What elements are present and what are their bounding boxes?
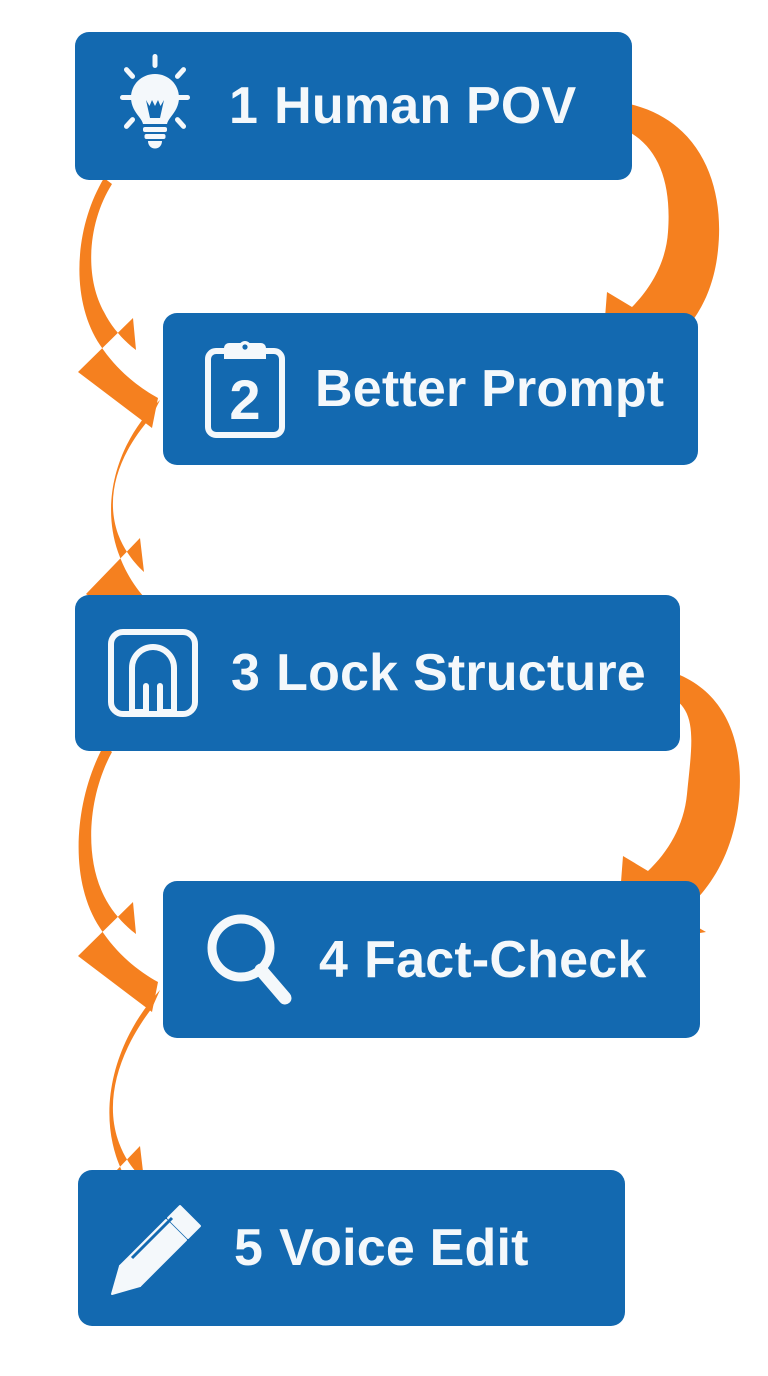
step-number-1: 1 [229,77,259,135]
pencil-icon [110,1198,208,1298]
lock-bracket-icon [105,624,201,722]
step-title-1: Human POV [274,77,577,135]
step-title-3: Lock Structure [276,644,646,702]
step-box-5[interactable]: 5 Voice Edit [78,1170,625,1326]
step-number-4: 4 [319,930,349,989]
step-number-3: 3 [231,644,261,702]
magnifier-icon [201,910,293,1010]
step-title-4: Fact-Check [364,930,647,989]
step-title-5: Voice Edit [279,1219,529,1277]
arrow-3-to-4-left [78,745,158,1012]
step-label-1: 1 Human POV [229,80,576,132]
step-box-3[interactable]: 3 Lock Structure [75,595,680,751]
step-label-5: 5 Voice Edit [234,1222,529,1274]
step-title-2: Better Prompt [315,360,665,418]
step-box-1[interactable]: 1 Human POV [75,32,632,180]
lightbulb-icon [103,54,207,158]
clipboard-icon: 2 [201,337,289,441]
step-box-4[interactable]: 4 Fact-Check [163,881,700,1038]
arrow-1-to-2-left [78,178,158,428]
step-label-3: 3 Lock Structure [231,647,646,699]
clipboard-number: 2 [229,368,260,431]
step-number-5: 5 [234,1219,264,1277]
